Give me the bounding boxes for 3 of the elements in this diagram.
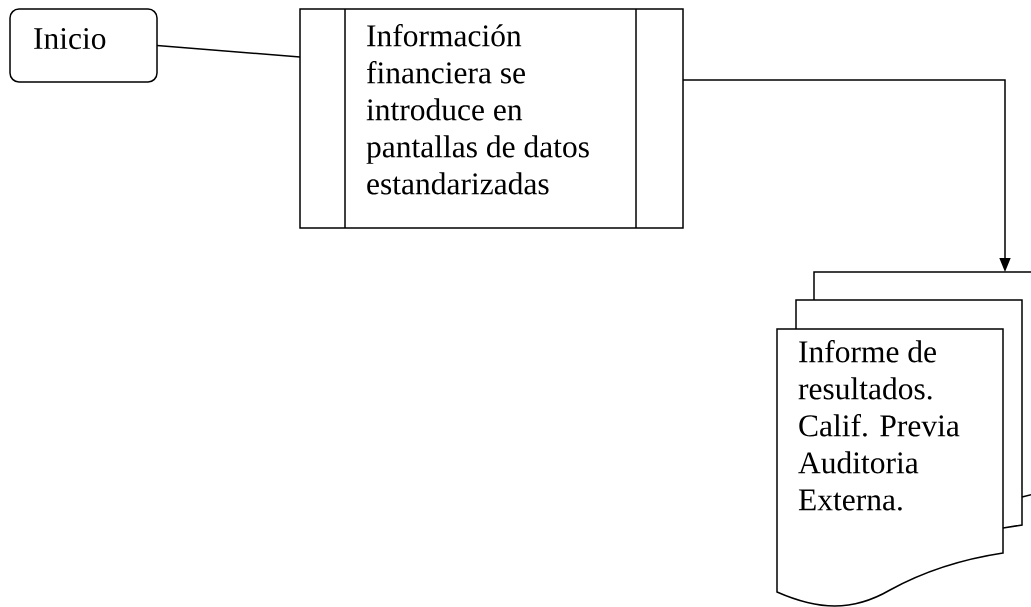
process-box: Información financiera se introduce en pantallas de datos estandarizadas <box>299 8 684 229</box>
start-box: Inicio <box>9 8 158 83</box>
connector <box>156 44 301 58</box>
